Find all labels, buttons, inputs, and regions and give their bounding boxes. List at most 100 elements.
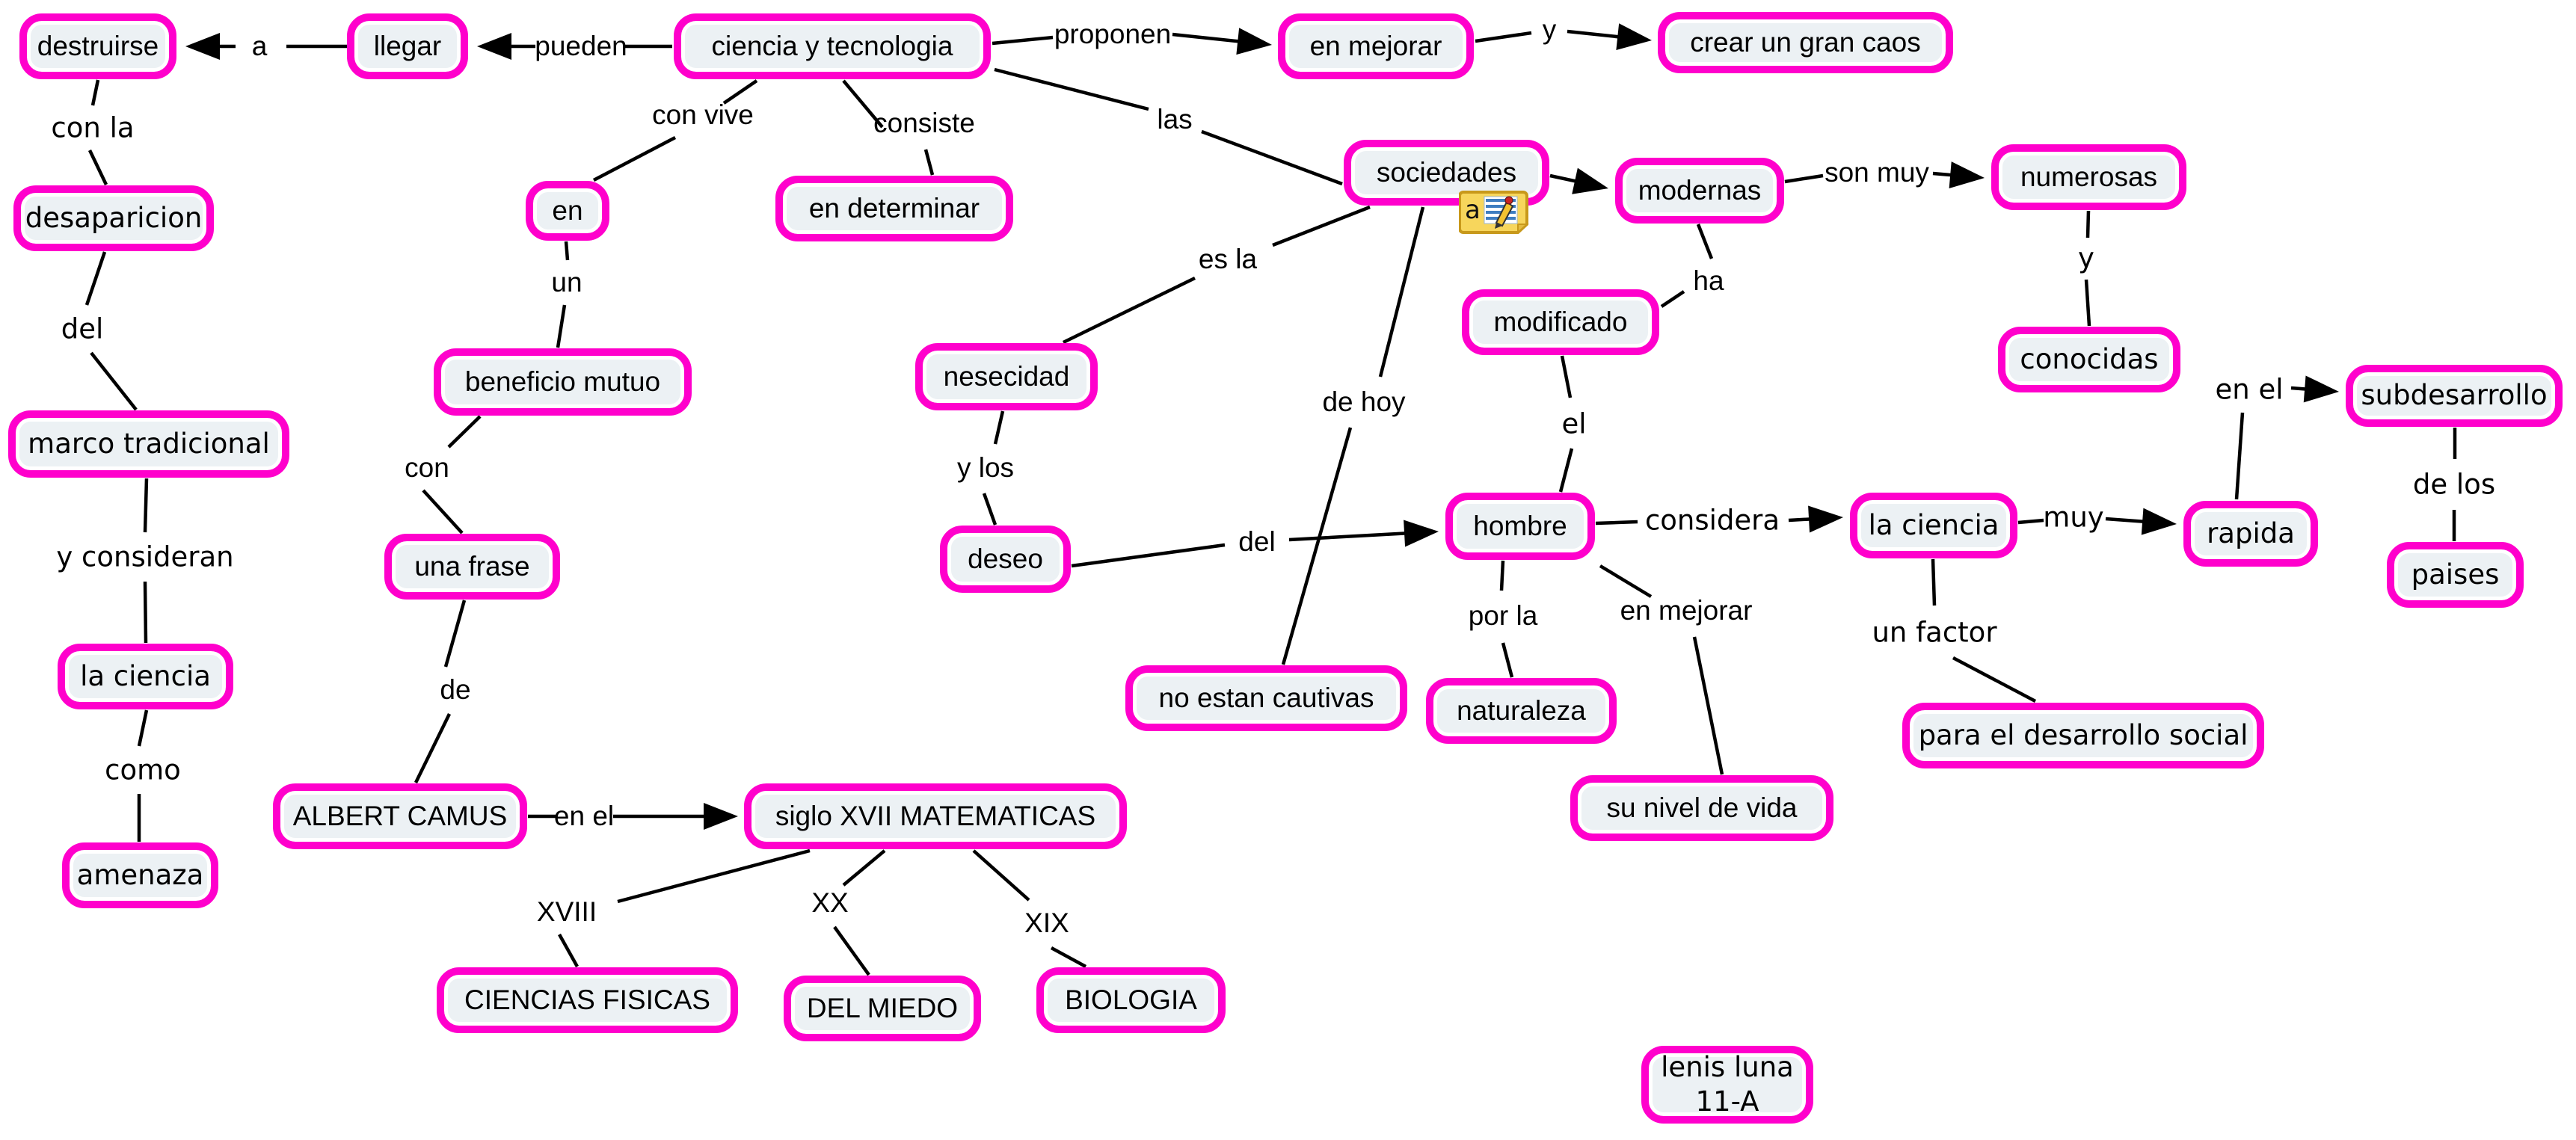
node-numerosas[interactable]: numerosas (1991, 144, 2186, 210)
node-la-ciencia-1[interactable]: la ciencia (58, 644, 233, 709)
edge-label-e31[interactable]: de los (2412, 468, 2496, 501)
edge-label-e9[interactable]: con vive (652, 99, 754, 130)
edge-label-e10[interactable]: consiste (873, 108, 975, 138)
arrowhead (1616, 23, 1652, 51)
edge-label-e19[interactable]: es la (1198, 244, 1258, 274)
edge-label-e34[interactable]: un factor (1872, 616, 1997, 649)
node-una-frase[interactable]: una frase (384, 534, 560, 600)
edge-label-e22[interactable]: de hoy (1322, 386, 1406, 417)
connector-line (1499, 560, 1505, 591)
edge-label-e1[interactable]: a (251, 31, 268, 61)
connector-line (556, 304, 567, 348)
node-en[interactable]: en (526, 181, 609, 241)
arrowhead (185, 33, 220, 60)
connector-line (1475, 31, 1532, 43)
node-conocidas[interactable]: conocidas (1998, 327, 2180, 392)
connector-line (994, 67, 1149, 111)
edge-label-e30[interactable]: en el (2215, 373, 2284, 406)
edge-label-e5[interactable]: con la (51, 111, 135, 144)
connector-line (923, 149, 935, 176)
connector-line (1272, 205, 1371, 247)
arrowhead (477, 33, 511, 60)
node-naturaleza[interactable]: naturaleza (1426, 678, 1617, 744)
edge-label-e28[interactable]: considera (1644, 504, 1780, 537)
edge-label-e21[interactable]: del (1238, 526, 1276, 557)
connector-line (87, 150, 108, 185)
connector-line (592, 136, 677, 182)
connector-line (2234, 412, 2245, 500)
node-deseo[interactable]: deseo (940, 526, 1071, 593)
node-destruirse[interactable]: destruirse (19, 13, 176, 79)
node-amenaza[interactable]: amenaza (62, 842, 218, 908)
node-biologia[interactable]: BIOLOGIA (1036, 967, 1226, 1033)
connector-line (1692, 636, 1724, 775)
node-llegar[interactable]: llegar (347, 13, 468, 79)
edge-label-e24[interactable]: son muy (1825, 157, 1929, 188)
note-pencil-icon: a (1458, 191, 1529, 235)
edge-label-e6[interactable]: del (61, 312, 104, 345)
connector-line (564, 241, 570, 261)
edge-label-e26[interactable]: ha (1693, 265, 1724, 296)
edge-label-e2[interactable]: pueden (535, 31, 627, 61)
edge-label-e3[interactable]: proponen (1054, 19, 1172, 49)
connector-line (1560, 355, 1573, 398)
edge-label-e17[interactable]: XIX (1024, 908, 1069, 938)
node-crear-un-gran-caos[interactable]: crear un gran caos (1658, 12, 1953, 73)
connector-line (1599, 564, 1653, 598)
node-sociedades[interactable]: sociedades (1344, 140, 1549, 206)
node-ciencias-fisicas[interactable]: CIENCIAS FISICAS (437, 967, 738, 1033)
edge-label-e25[interactable]: y (2078, 241, 2094, 274)
node-rapida[interactable]: rapida (2183, 501, 2318, 567)
edge-label-e27[interactable]: el (1561, 407, 1587, 440)
edge-label-e32[interactable]: por la (1468, 600, 1538, 631)
node-lenis-luna[interactable]: lenis luna 11-A (1641, 1046, 1813, 1124)
node-del-miedo[interactable]: DEL MIEDO (784, 976, 981, 1041)
edge-label-e16[interactable]: XX (811, 887, 849, 918)
connector-line (143, 478, 149, 533)
edge-label-e13[interactable]: de (440, 674, 471, 705)
annotation-icon[interactable]: a (1458, 190, 1529, 235)
connector-line (993, 410, 1005, 445)
node-siglo-xvii-matematicas[interactable]: siglo XVII MATEMATICAS (744, 783, 1127, 849)
node-beneficio-mutuo[interactable]: beneficio mutuo (434, 348, 692, 416)
edge-label-e14[interactable]: en el (553, 801, 615, 831)
connector-line (617, 848, 811, 904)
node-en-mejorar[interactable]: en mejorar (1278, 13, 1474, 79)
node-subdesarrollo[interactable]: subdesarrollo (2346, 365, 2563, 427)
node-su-nivel-de-vida[interactable]: su nivel de vida (1570, 775, 1833, 841)
edge-label-e7[interactable]: y consideran (56, 540, 234, 573)
node-albert-camus[interactable]: ALBERT CAMUS (273, 783, 527, 849)
connector-line (1952, 656, 2037, 703)
edge-label-e11[interactable]: un (551, 267, 582, 298)
node-modificado[interactable]: modificado (1462, 289, 1659, 355)
node-paises[interactable]: paises (2387, 542, 2524, 608)
node-no-estan-cautivas[interactable]: no estan cautivas (1125, 665, 1407, 731)
connector-line (1784, 173, 1824, 184)
node-para-el-desarrollo-social[interactable]: para el desarrollo social (1902, 703, 2264, 768)
edge-label-e12[interactable]: con (405, 452, 449, 483)
node-la-ciencia-2[interactable]: la ciencia (1850, 493, 2017, 558)
edge-label-e15[interactable]: XVIII (536, 896, 597, 927)
node-nesecidad[interactable]: nesecidad (915, 343, 1098, 410)
connector-line (90, 79, 100, 106)
connector-line (1288, 531, 1417, 542)
edge-label-e4[interactable]: y (1542, 14, 1557, 45)
edge-label-e18[interactable]: las (1157, 104, 1193, 135)
node-ciencia-y-tecnologia[interactable]: ciencia y tecnologia (674, 13, 991, 79)
node-en-determinar[interactable]: en determinar (775, 176, 1013, 241)
edge-label-e29[interactable]: muy (2043, 501, 2104, 534)
edge-label-e8[interactable]: como (105, 754, 181, 786)
arrowhead (1572, 167, 1608, 194)
connector-line (1558, 448, 1574, 493)
arrowhead (1949, 161, 1985, 188)
connector-line (1501, 642, 1514, 678)
node-desaparicion[interactable]: desaparicion (13, 185, 214, 251)
node-modernas[interactable]: modernas (1615, 158, 1784, 224)
node-marco-tradicional[interactable]: marco tradicional (8, 410, 289, 478)
connector-line (90, 351, 138, 411)
connector-line (1071, 543, 1226, 568)
edge-label-e20[interactable]: y los (956, 452, 1015, 483)
connector-line (833, 925, 870, 976)
edge-label-e33[interactable]: en mejorar (1620, 595, 1753, 626)
node-hombre[interactable]: hombre (1445, 493, 1595, 560)
